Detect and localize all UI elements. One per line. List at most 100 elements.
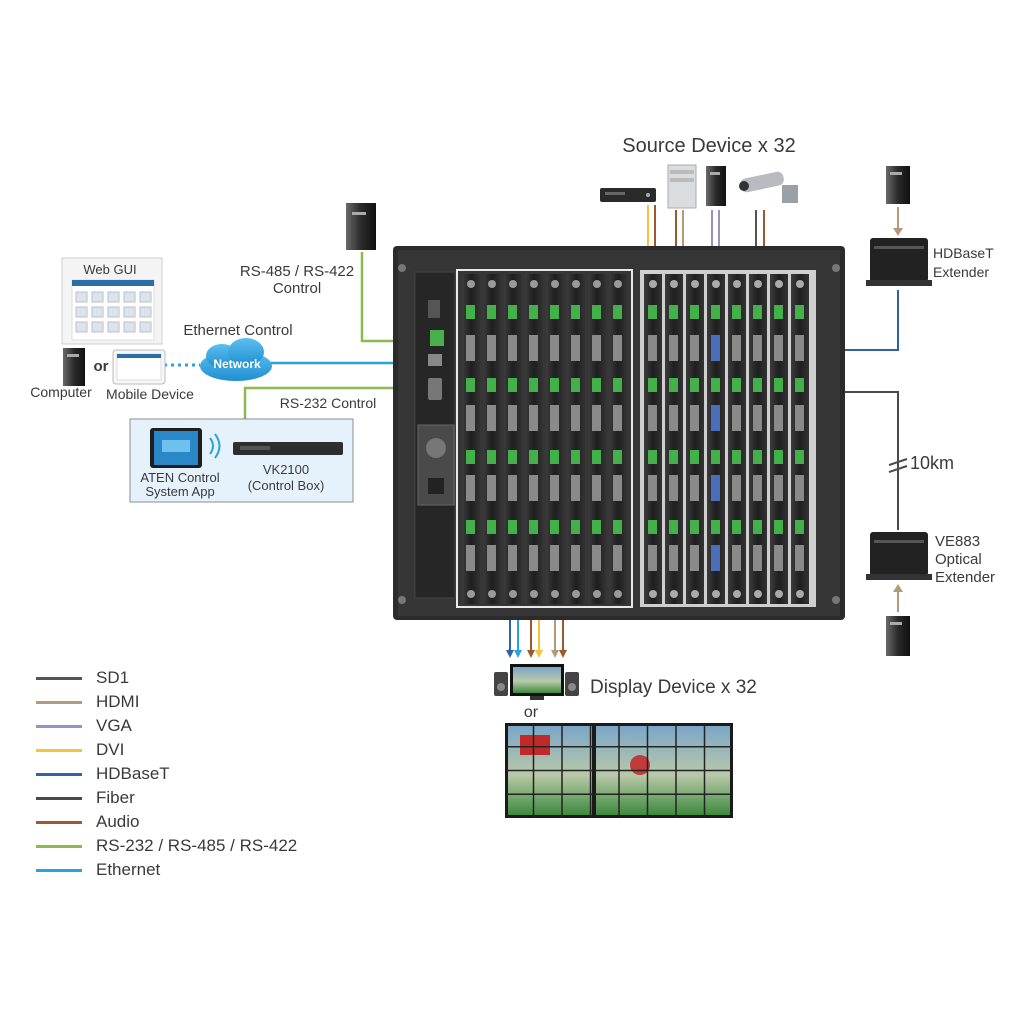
card-screw <box>488 590 496 598</box>
terminal-block <box>487 378 496 392</box>
video-port <box>529 545 538 571</box>
terminal-block <box>669 520 678 534</box>
terminal-block <box>753 305 762 319</box>
video-port <box>592 475 601 501</box>
terminal-block <box>529 378 538 392</box>
ve883-extender-icon <box>866 532 932 580</box>
terminal-block <box>795 450 804 464</box>
video-port <box>732 335 741 361</box>
card-screw <box>572 590 580 598</box>
distance-label: 10km <box>910 453 954 473</box>
card-screw <box>614 280 622 288</box>
aten-app-label-line1: ATEN Control <box>140 470 219 485</box>
aten-app-label-line2: System App <box>145 484 214 499</box>
legend-item: Audio <box>36 810 356 834</box>
video-port <box>613 405 622 431</box>
control-app-box <box>129 418 354 503</box>
video-port <box>753 475 762 501</box>
gui-tile <box>123 306 136 318</box>
camera-icon <box>739 171 798 203</box>
terminal-block <box>508 520 517 534</box>
card-screw <box>775 280 783 288</box>
hdbaset-label-line1: HDBaseT <box>933 245 994 261</box>
terminal-block <box>592 520 601 534</box>
card-screw <box>572 280 580 288</box>
video-port <box>669 405 678 431</box>
card-screw <box>691 590 699 598</box>
speaker-left-icon <box>494 672 508 696</box>
terminal-block <box>774 378 783 392</box>
terminal-block <box>690 305 699 319</box>
fiber-break-1 <box>888 458 908 466</box>
terminal-block <box>690 520 699 534</box>
card-screw <box>796 590 804 598</box>
terminal-block <box>753 450 762 464</box>
legend-item: SD1 <box>36 666 356 690</box>
legend-label: RS-232 / RS-485 / RS-422 <box>96 836 298 855</box>
card-screw <box>488 280 496 288</box>
legend-label: DVI <box>96 740 125 759</box>
vk2100-label-line2: (Control Box) <box>248 478 325 493</box>
hdbaset-source-pc-icon <box>886 166 910 204</box>
card-screw <box>593 590 601 598</box>
video-port <box>732 545 741 571</box>
video-port <box>711 335 720 361</box>
server-icon <box>667 164 697 209</box>
terminal-block <box>613 520 622 534</box>
terminal-block <box>550 450 559 464</box>
terminal-block <box>529 305 538 319</box>
legend-item: RS-232 / RS-485 / RS-422 <box>36 834 356 858</box>
card-screw <box>614 590 622 598</box>
video-port <box>732 405 741 431</box>
gui-tile <box>123 291 136 303</box>
card-screw <box>593 280 601 288</box>
gui-tile <box>123 321 136 333</box>
terminal-block <box>774 520 783 534</box>
legend-swatch <box>36 677 82 680</box>
terminal-block <box>508 305 517 319</box>
terminal-block <box>711 378 720 392</box>
video-port <box>466 335 475 361</box>
terminal-block <box>508 450 517 464</box>
legend-label: SD1 <box>96 668 130 687</box>
card-screw <box>670 590 678 598</box>
video-port <box>690 405 699 431</box>
web-gui-label: Web GUI <box>83 262 136 277</box>
legend-label: Audio <box>96 812 140 831</box>
terminal-block <box>732 378 741 392</box>
gui-tile <box>75 291 88 303</box>
video-port <box>711 475 720 501</box>
card-screw <box>754 590 762 598</box>
video-port <box>613 475 622 501</box>
rs232-line <box>243 386 432 420</box>
terminal-block <box>529 450 538 464</box>
terminal-block <box>774 450 783 464</box>
video-port <box>795 545 804 571</box>
video-port <box>795 475 804 501</box>
video-port <box>648 335 657 361</box>
card-screw <box>509 280 517 288</box>
computer-label: Computer <box>30 384 92 400</box>
terminal-block <box>774 305 783 319</box>
terminal-block <box>550 520 559 534</box>
video-port <box>669 545 678 571</box>
video-port <box>466 405 475 431</box>
terminal-block <box>732 305 741 319</box>
rs232-control-label: RS-232 Control <box>280 395 377 411</box>
video-port <box>795 335 804 361</box>
legend-label: HDMI <box>96 692 140 711</box>
video-port <box>508 475 517 501</box>
gui-tile <box>139 321 152 333</box>
ve883-label-line2: Optical <box>935 551 982 568</box>
gui-tile <box>107 321 120 333</box>
video-port <box>690 475 699 501</box>
video-port <box>571 545 580 571</box>
terminal-block <box>732 520 741 534</box>
terminal-block <box>508 378 517 392</box>
terminal-block <box>648 450 657 464</box>
card-screw <box>551 590 559 598</box>
mobile-device-icon <box>112 349 166 385</box>
terminal-block <box>487 450 496 464</box>
terminal-block <box>613 305 622 319</box>
terminal-block <box>487 520 496 534</box>
